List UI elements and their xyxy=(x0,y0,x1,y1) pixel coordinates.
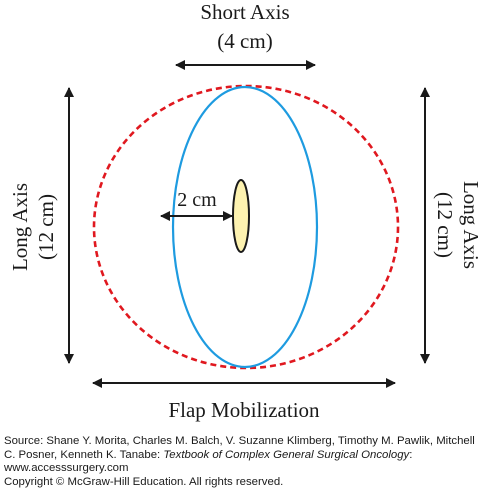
citation-website[interactable]: www.accesssurgery.com xyxy=(4,462,129,475)
long-axis-right-title: Long Axis xyxy=(459,181,483,269)
long-axis-left-value: (12 cm) xyxy=(34,194,58,260)
long-axis-left-title: Long Axis xyxy=(8,183,32,271)
short-axis-title: Short Axis xyxy=(200,0,289,24)
flap-mobilization-label: Flap Mobilization xyxy=(168,398,320,422)
citation-copyright: Copyright © McGraw-Hill Education. All r… xyxy=(4,475,284,488)
center-distance-label: 2 cm xyxy=(177,189,217,211)
flap-diagram: Short Axis (4 cm) Long Axis (12 cm) Long… xyxy=(8,0,483,422)
citation-line: Source: Shane Y. Morita, Charles M. Balc… xyxy=(4,435,488,462)
source-citation: Source: Shane Y. Morita, Charles M. Balc… xyxy=(4,435,488,489)
long-axis-right-value: (12 cm) xyxy=(433,192,457,258)
citation-authors: Source: Shane Y. Morita, Charles M. Balc… xyxy=(4,435,475,461)
citation-book-title: Textbook of Complex General Surgical Onc… xyxy=(163,448,410,461)
short-axis-value: (4 cm) xyxy=(217,29,272,53)
lesion-shape xyxy=(232,179,250,253)
citation-tail: : xyxy=(409,448,413,461)
excision-ellipse xyxy=(171,85,319,369)
